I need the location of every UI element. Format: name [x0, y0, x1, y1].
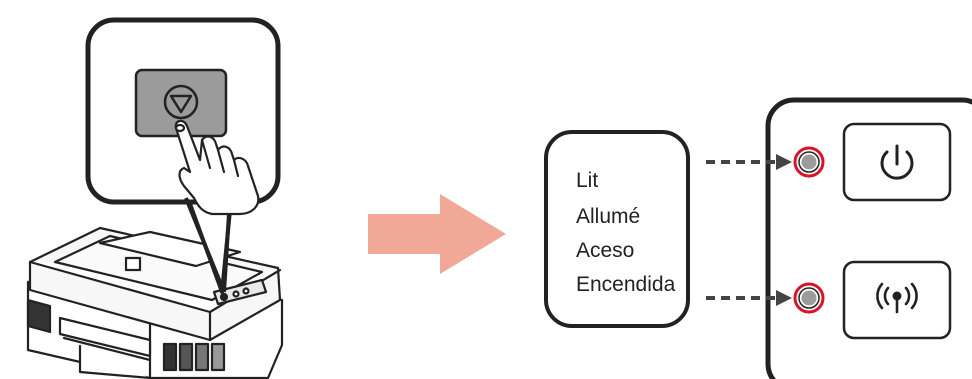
lamp-pointer-top: [706, 154, 792, 170]
status-label-en: Lit: [576, 169, 599, 192]
lamp-pointer-bottom: [706, 290, 792, 306]
power-icon: [880, 144, 914, 180]
pressing-hand-icon: [174, 119, 260, 216]
status-label-box: Lit Allumé Aceso Encendida: [544, 130, 690, 328]
status-label-es: Encendida: [576, 273, 676, 296]
wireless-button: [842, 260, 952, 340]
power-button: [842, 122, 952, 202]
stop-triangle-in-circle-icon: [163, 84, 199, 120]
status-label-pt: Aceso: [576, 239, 635, 262]
process-arrow: [368, 194, 506, 274]
status-label-fr: Allumé: [576, 205, 641, 228]
wireless-lamp-lit: [793, 282, 825, 314]
stop-button: [134, 68, 228, 138]
printer-illustration: [26, 226, 284, 379]
wireless-signal-icon: [876, 282, 918, 314]
power-lamp-lit: [793, 146, 825, 178]
